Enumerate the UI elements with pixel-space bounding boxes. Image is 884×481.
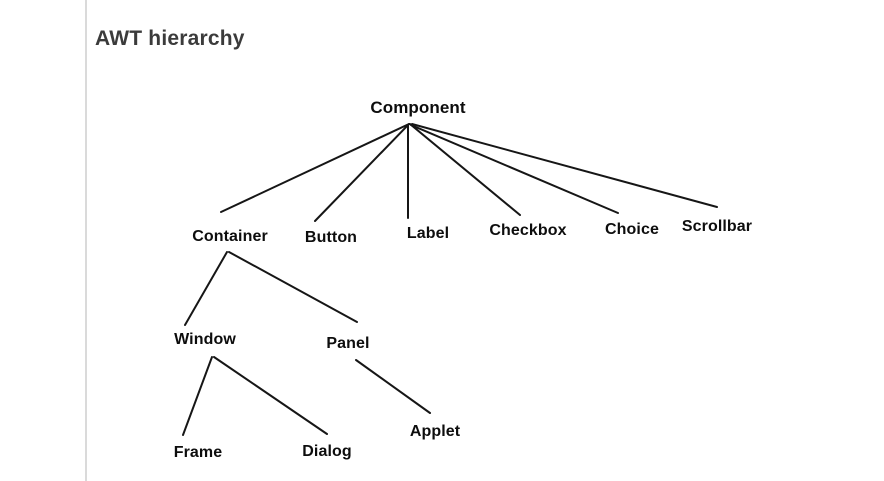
edge-component-choice xyxy=(410,124,619,214)
node-window: Window xyxy=(174,331,236,348)
edge-container-window xyxy=(184,251,228,326)
node-checkbox: Checkbox xyxy=(489,222,567,239)
edge-window-frame xyxy=(182,356,213,436)
node-button: Button xyxy=(304,229,358,246)
node-component: Component xyxy=(370,98,466,117)
edge-window-dialog xyxy=(213,356,328,435)
edge-component-checkbox xyxy=(409,123,521,216)
node-choice: Choice xyxy=(605,221,659,238)
edge-component-button xyxy=(314,123,410,222)
edge-component-container xyxy=(220,123,410,213)
node-panel: Panel xyxy=(326,335,370,352)
node-frame: Frame xyxy=(173,444,223,461)
edge-component-scrollbar xyxy=(411,123,718,208)
edge-container-panel xyxy=(228,251,358,323)
edge-panel-applet xyxy=(355,359,431,414)
node-applet: Applet xyxy=(409,423,461,440)
node-label: Label xyxy=(406,225,450,242)
node-dialog: Dialog xyxy=(302,443,352,460)
node-container: Container xyxy=(192,228,268,245)
content-left-border xyxy=(85,0,87,481)
page-title: AWT hierarchy xyxy=(95,27,245,50)
node-scrollbar: Scrollbar xyxy=(681,218,753,235)
